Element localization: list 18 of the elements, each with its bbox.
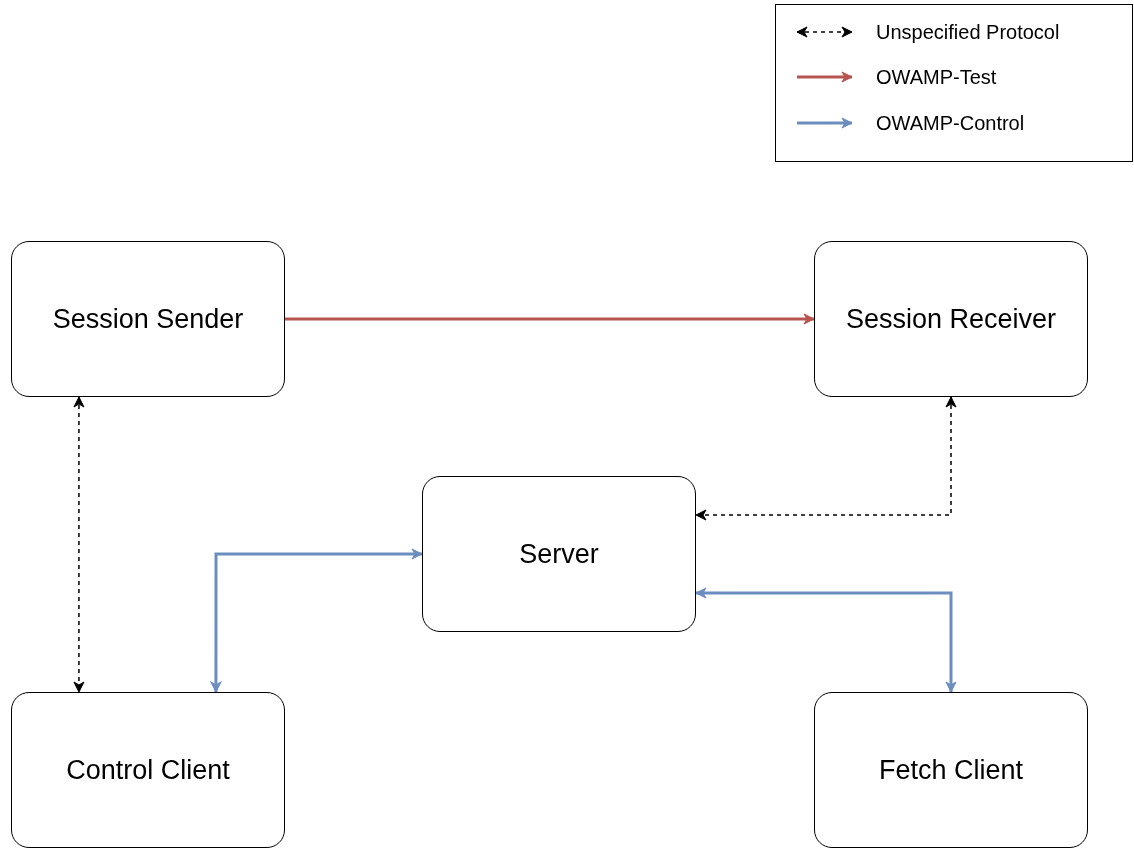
node-label: Session Sender — [52, 303, 244, 335]
process-box — [814, 241, 1088, 397]
legend-label: Unspecified Protocol — [876, 21, 1060, 44]
node-label: Control Client — [66, 754, 230, 786]
arrow — [73, 396, 85, 693]
process-box — [11, 241, 285, 397]
arrow — [695, 587, 957, 693]
process-box — [11, 692, 285, 848]
legend-label: OWAMP-Control — [876, 112, 1025, 135]
node-label: Session Receiver — [845, 303, 1057, 335]
arrow — [695, 396, 957, 521]
arrow — [285, 313, 815, 325]
legend-label: OWAMP-Test — [876, 66, 997, 89]
node-label: Server — [519, 538, 599, 570]
arrow — [210, 548, 423, 693]
process-box — [814, 692, 1088, 848]
process-box — [422, 476, 696, 632]
node-label: Fetch Client — [878, 754, 1024, 786]
